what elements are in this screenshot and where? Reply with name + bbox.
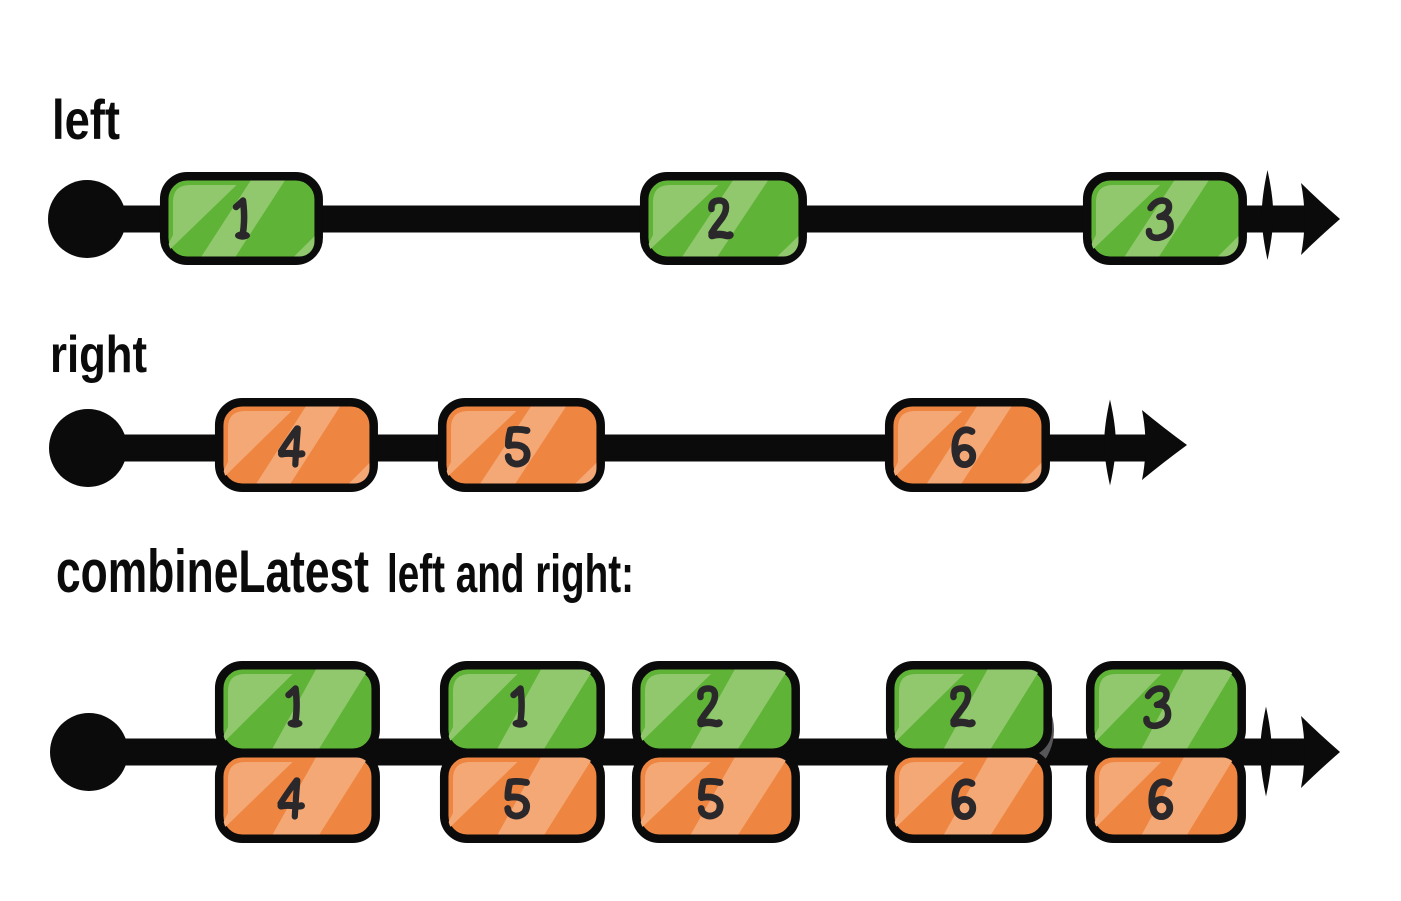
svg-text:left and right:: left and right: <box>387 544 634 604</box>
svg-text:right: right <box>50 326 147 384</box>
svg-text:left: left <box>52 88 120 151</box>
svg-text:combineLatest: combineLatest <box>56 538 369 605</box>
